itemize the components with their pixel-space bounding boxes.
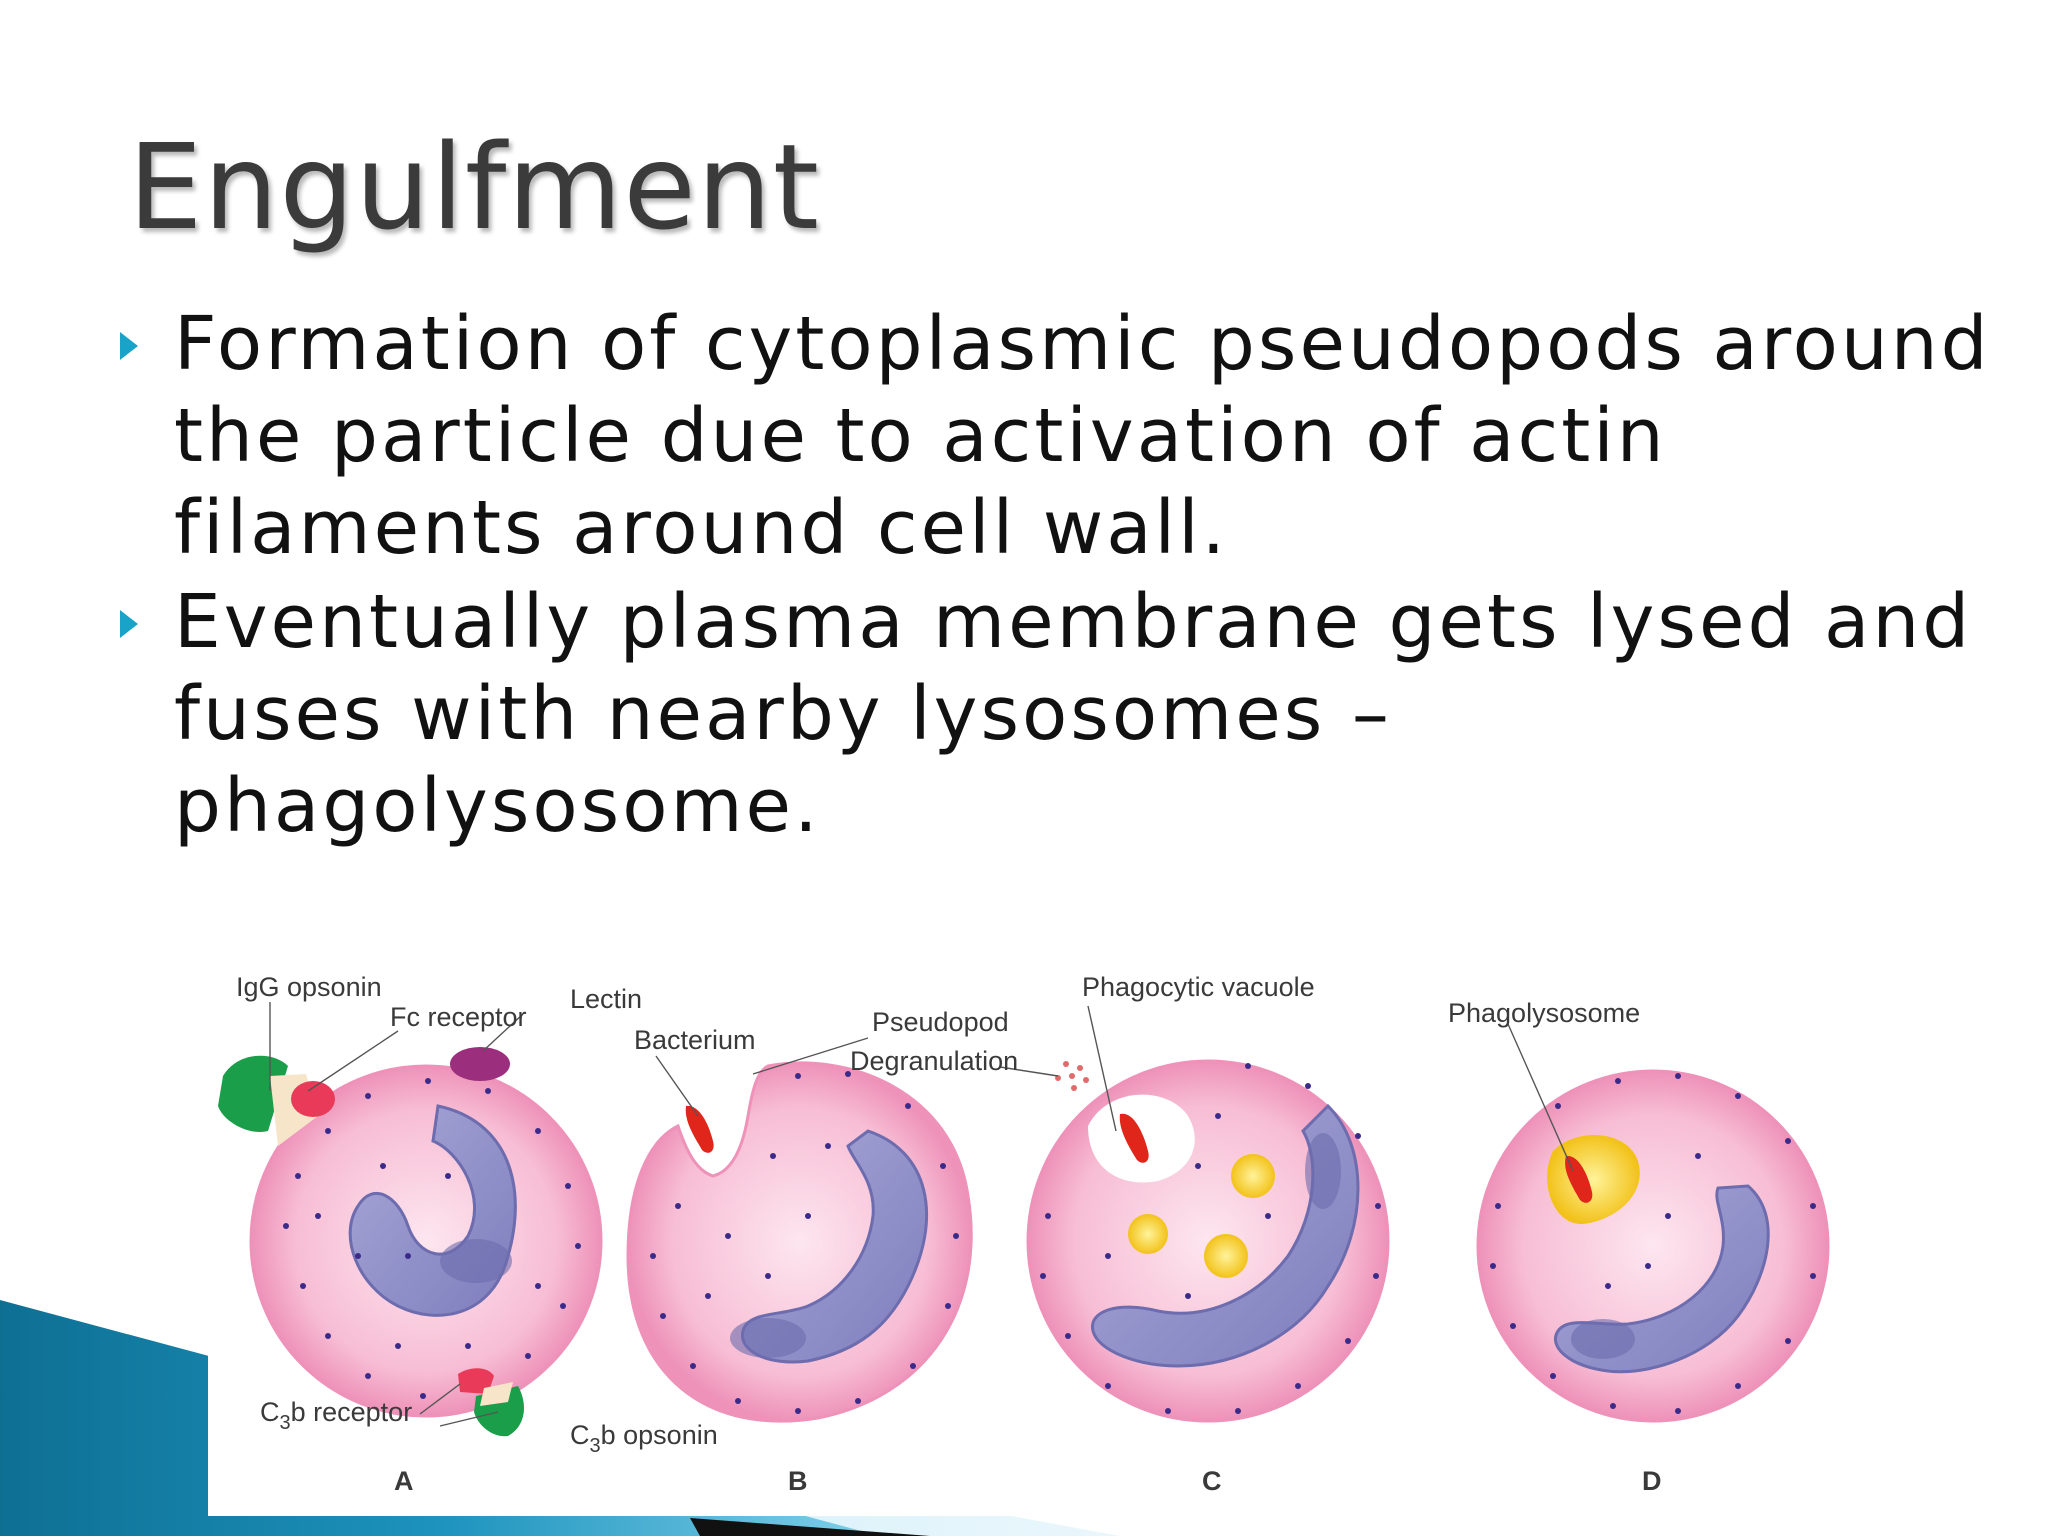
label-c3b-receptor-sub: 3 xyxy=(280,1412,291,1434)
label-degranulation: Degranulation xyxy=(850,1046,1018,1076)
label-c3b-opsonin-c: C xyxy=(570,1420,590,1450)
phagocytosis-figure: IgG opsonin Fc receptor Lectin Bacterium… xyxy=(208,956,1924,1516)
label-bacterium: Bacterium xyxy=(634,1025,756,1055)
cell-a xyxy=(218,1047,603,1437)
bacterium-icon xyxy=(685,1105,714,1153)
cell-c xyxy=(1026,1059,1390,1423)
slide-title: Engulfment xyxy=(128,118,820,256)
label-c3b-opsonin: C3b opsonin xyxy=(570,1420,718,1457)
panel-label-b: B xyxy=(788,1466,808,1496)
bullet-text: Eventually plasma membrane gets lysed an… xyxy=(174,579,1973,849)
corner-wedge-black xyxy=(690,1518,930,1536)
cell-b xyxy=(626,1061,973,1423)
panel-label-c: C xyxy=(1202,1466,1222,1496)
label-c3b-receptor-rest: b receptor xyxy=(291,1397,413,1427)
phagocytosis-diagram: IgG opsonin Fc receptor Lectin Bacterium… xyxy=(218,972,1830,1496)
label-pseudopod: Pseudopod xyxy=(872,1007,1009,1037)
leader-lines xyxy=(269,1002,1574,1427)
cell-d xyxy=(1476,1069,1830,1423)
bullet-text: Formation of cytoplasmic pseudopods arou… xyxy=(174,301,1991,571)
bacterium-icon xyxy=(1119,1113,1149,1163)
bullet-arrow-icon xyxy=(120,332,138,360)
panel-label-a: A xyxy=(394,1466,414,1496)
label-c3b-opsonin-sub: 3 xyxy=(590,1435,601,1457)
bullet-arrow-icon xyxy=(120,610,138,638)
degranulation-dots xyxy=(1055,1061,1089,1091)
lysosomes-c xyxy=(1128,1154,1275,1278)
label-igg-opsonin: IgG opsonin xyxy=(236,972,382,1002)
granules-a xyxy=(283,1078,581,1399)
c3b-receptor-icon xyxy=(458,1368,494,1394)
bullet-item: Formation of cytoplasmic pseudopods arou… xyxy=(118,298,1998,574)
lectin-icon xyxy=(450,1047,510,1081)
granules-b xyxy=(650,1071,959,1414)
nucleus-c xyxy=(1091,1103,1360,1368)
granules-d xyxy=(1490,1073,1816,1414)
label-c3b-opsonin-rest: b opsonin xyxy=(601,1420,718,1450)
label-c3b-receptor-c: C xyxy=(260,1397,280,1427)
label-c3b-receptor: C3b receptor xyxy=(260,1397,412,1434)
label-phagolysosome: Phagolysosome xyxy=(1448,998,1640,1028)
label-fc-receptor: Fc receptor xyxy=(390,1002,527,1032)
panel-label-d: D xyxy=(1642,1466,1662,1496)
granules-c xyxy=(1040,1063,1381,1414)
bullet-item: Eventually plasma membrane gets lysed an… xyxy=(118,576,1998,852)
label-lectin: Lectin xyxy=(570,984,642,1014)
label-phagocytic-vacuole: Phagocytic vacuole xyxy=(1082,972,1315,1002)
bullet-list: Formation of cytoplasmic pseudopods arou… xyxy=(118,298,1998,852)
